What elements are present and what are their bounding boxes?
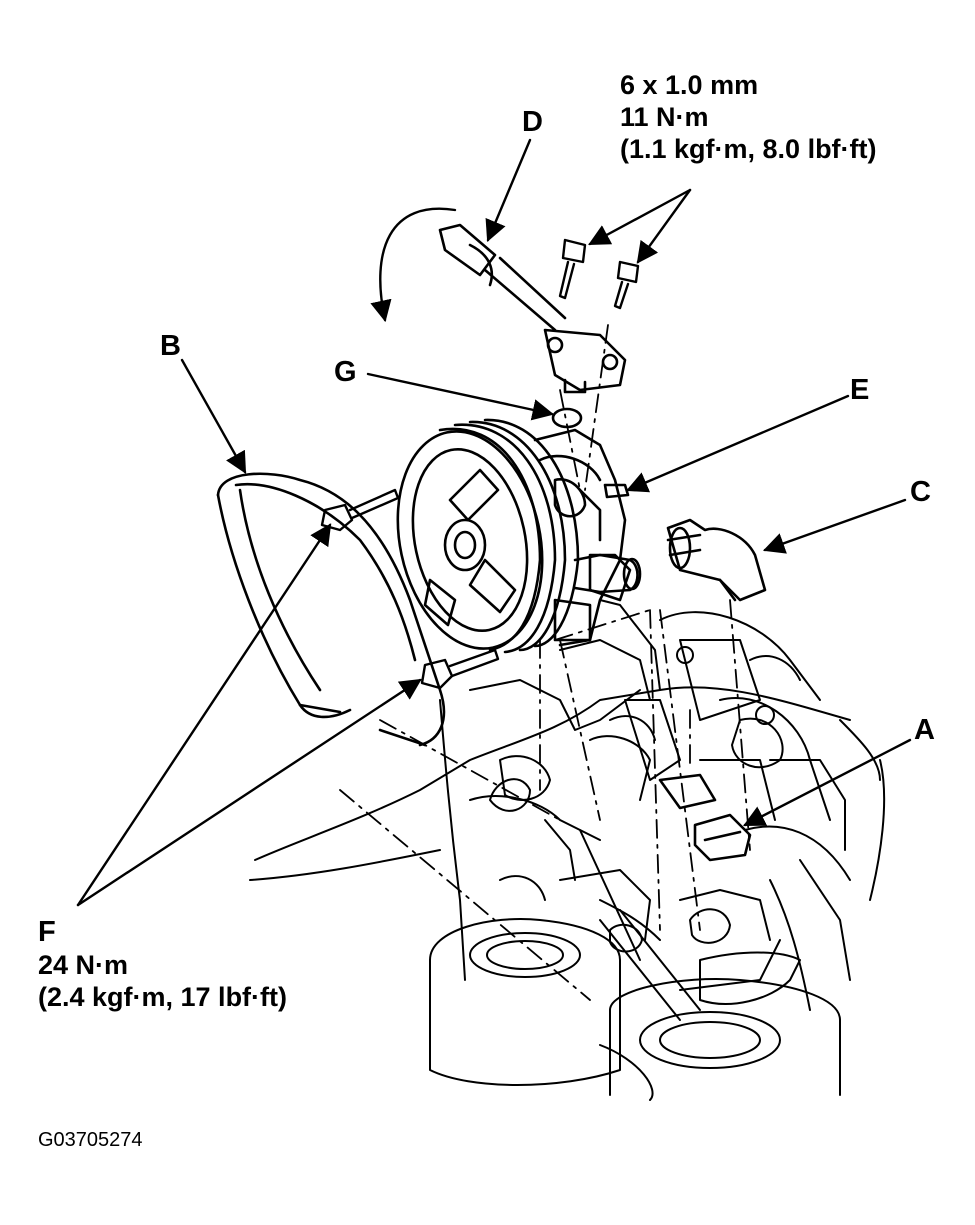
spec-bolt-f-torque: 24 N·m	[38, 950, 129, 980]
callout-leaders	[76, 138, 912, 907]
pump-mounting-bolts	[320, 488, 500, 690]
drive-belt	[216, 472, 446, 747]
callout-e: E	[850, 374, 870, 406]
spec-bolt-f-torque-alt: (2.4 kgf·m, 17 lbf·ft)	[38, 981, 288, 1012]
pressure-switch-connector	[658, 773, 752, 862]
callout-c: C	[910, 476, 931, 508]
pump-pulley	[396, 418, 580, 654]
spec-bolt-d-torque: 11 N·m	[620, 101, 709, 132]
pump-body	[533, 428, 642, 647]
spec-bolt-d-size: 6 x 1.0 mm	[620, 70, 759, 100]
spec-bolt-d-torque-alt: (1.1 kgf·m, 8.0 lbf·ft)	[620, 133, 877, 164]
hose-bolts	[558, 238, 640, 310]
engine-block-drawing	[249, 599, 886, 1101]
pressure-hose	[438, 223, 627, 394]
alignment-guide-lines	[339, 324, 751, 1001]
spec-bolt-d: 6 x 1.0 mm 11 N·m (1.1 kgf·m, 8.0 lbf·ft…	[620, 70, 877, 166]
callout-b: B	[160, 330, 181, 362]
figure-id: G03705274	[38, 1129, 143, 1151]
return-hose	[666, 518, 767, 602]
callout-d: D	[522, 106, 543, 138]
callout-a: A	[914, 714, 935, 746]
callout-f: F	[38, 916, 56, 948]
spec-bolt-f: 24 N·m (2.4 kgf·m, 17 lbf·ft)	[38, 950, 287, 1014]
callout-g: G	[334, 356, 357, 388]
